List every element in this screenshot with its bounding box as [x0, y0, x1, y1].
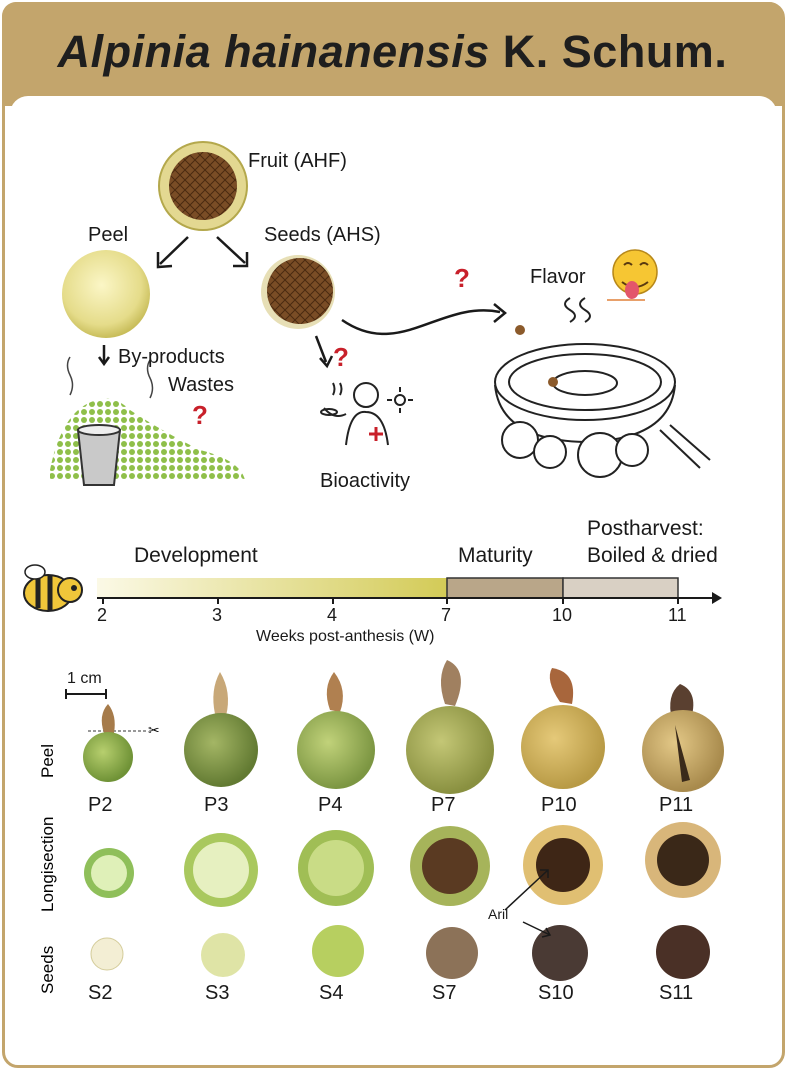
peel-label: Peel [88, 224, 129, 246]
seeds-row-images [90, 925, 710, 981]
development-bar [97, 578, 447, 598]
stage-maturity: Maturity [458, 544, 533, 567]
seed-code-s4: S4 [319, 982, 344, 1004]
flavor-label: Flavor [530, 266, 586, 288]
waste-illustration [50, 356, 245, 486]
bioactivity-label: Bioactivity [320, 470, 411, 492]
question-flavor: ? [454, 263, 470, 293]
hotpot-illustration [494, 297, 711, 478]
row-label-peel: Peel [38, 743, 57, 778]
scale-label: 1 cm [67, 670, 102, 687]
row-label-seeds: Seeds [38, 945, 57, 994]
tick-label-11: 11 [668, 605, 687, 625]
scissors-icon: ✂ [148, 723, 160, 739]
postharvest-bar [562, 577, 679, 599]
tick-label-3: 3 [212, 605, 223, 625]
peel-code-p3: P3 [204, 794, 229, 816]
seeds-label: Seeds (AHS) [264, 224, 381, 246]
tick-label-7: 7 [441, 605, 452, 625]
seeds-illustration [261, 255, 335, 329]
tick-label-4: 4 [327, 605, 338, 625]
authority: K. Schum. [502, 26, 728, 77]
maturity-bar [446, 577, 564, 599]
stage-postharvest: Postharvest: [587, 517, 704, 540]
seed-code-s2: S2 [88, 982, 113, 1004]
tick-label-2: 2 [97, 605, 108, 625]
stage-boiled-dried: Boiled & dried [587, 544, 718, 567]
longisection-row-images [84, 822, 721, 907]
aril-label: Aril [488, 906, 509, 922]
peel-code-p10: P10 [541, 794, 577, 816]
species-name: Alpinia hainanensis [57, 26, 490, 77]
question-bioactivity: ? [333, 342, 349, 372]
wastes-label: Wastes [168, 374, 234, 396]
aril-arrows [504, 869, 552, 938]
peel-code-p11: P11 [659, 794, 694, 816]
peel-illustration [62, 250, 150, 338]
flavor-emoji-icon [607, 249, 658, 301]
peel-code-p4: P4 [318, 794, 343, 816]
title-bar: Alpinia hainanensis K. Schum. [2, 2, 783, 106]
tick-label-10: 10 [552, 605, 573, 625]
question-waste: ? [192, 400, 208, 430]
stage-development: Development [134, 544, 258, 567]
axis-arrow [712, 592, 722, 604]
seed-code-s3: S3 [205, 982, 230, 1004]
peel-code-p2: P2 [88, 794, 113, 816]
figure-title: Alpinia hainanensis K. Schum. [2, 26, 783, 78]
bee-icon [23, 564, 83, 612]
timeline [97, 577, 722, 604]
seed-code-s7: S7 [432, 982, 457, 1004]
bioactivity-illustration [320, 382, 413, 446]
fruit-label: Fruit (AHF) [248, 150, 347, 172]
flow-arrows [97, 236, 507, 369]
byproducts-label: By-products [118, 346, 225, 368]
seed-code-s11: S11 [659, 982, 694, 1004]
seed-code-s10: S10 [538, 982, 574, 1004]
peel-row-images [83, 660, 724, 794]
fruit-illustration [158, 141, 248, 231]
row-label-longisection: Longisection [38, 816, 57, 912]
axis-ticks [102, 598, 679, 604]
axis-label: Weeks post-anthesis (W) [256, 628, 435, 645]
peel-code-p7: P7 [431, 794, 456, 816]
